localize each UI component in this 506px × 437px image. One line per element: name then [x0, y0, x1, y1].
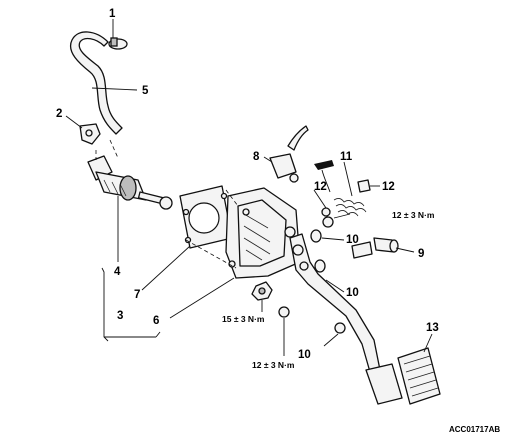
spring-part [314, 160, 367, 217]
clutch-pedal-part [289, 233, 403, 405]
clutch-hose-part [69, 31, 138, 135]
callout-10-lower: 10 [298, 349, 311, 361]
callout-3: 3 [117, 310, 123, 322]
master-cylinder-part [87, 139, 173, 262]
callout-6: 6 [153, 315, 159, 327]
callout-8: 8 [253, 151, 260, 163]
assembly-bracket [101, 267, 161, 342]
callout-2: 2 [56, 108, 62, 120]
callout-11: 11 [340, 151, 353, 163]
lower-bolt-part [278, 306, 290, 356]
torque-spec-lower: 12 ± 3 N·m [252, 360, 295, 370]
bracket-part [65, 115, 101, 145]
bolt-part [322, 213, 351, 228]
callout-12-left: 12 [314, 181, 327, 193]
callout-1: 1 [109, 8, 116, 20]
callout-12-right: 12 [382, 181, 395, 193]
pedal-pad-part [397, 333, 441, 405]
callout-5: 5 [142, 85, 149, 97]
torque-spec-upper-right: 12 ± 3 N·m [392, 210, 435, 220]
nut-part [251, 281, 273, 312]
bushing-part [310, 229, 346, 347]
callout-9: 9 [418, 248, 424, 260]
callout-10-middle: 10 [346, 287, 359, 299]
gasket-part [141, 185, 233, 291]
callout-7: 7 [134, 289, 140, 301]
hose-clamp-part [108, 19, 128, 50]
pedal-support-bracket-part [169, 187, 301, 319]
callout-13: 13 [426, 322, 439, 334]
callout-10-upper: 10 [346, 234, 359, 246]
torque-spec-nut: 15 ± 3 N·m [222, 314, 265, 324]
switch-part [263, 125, 309, 183]
clevis-link-part [351, 237, 415, 259]
clip-part [313, 179, 380, 217]
callout-4: 4 [114, 266, 121, 278]
drawing-code: ACC01717AB [449, 425, 500, 434]
